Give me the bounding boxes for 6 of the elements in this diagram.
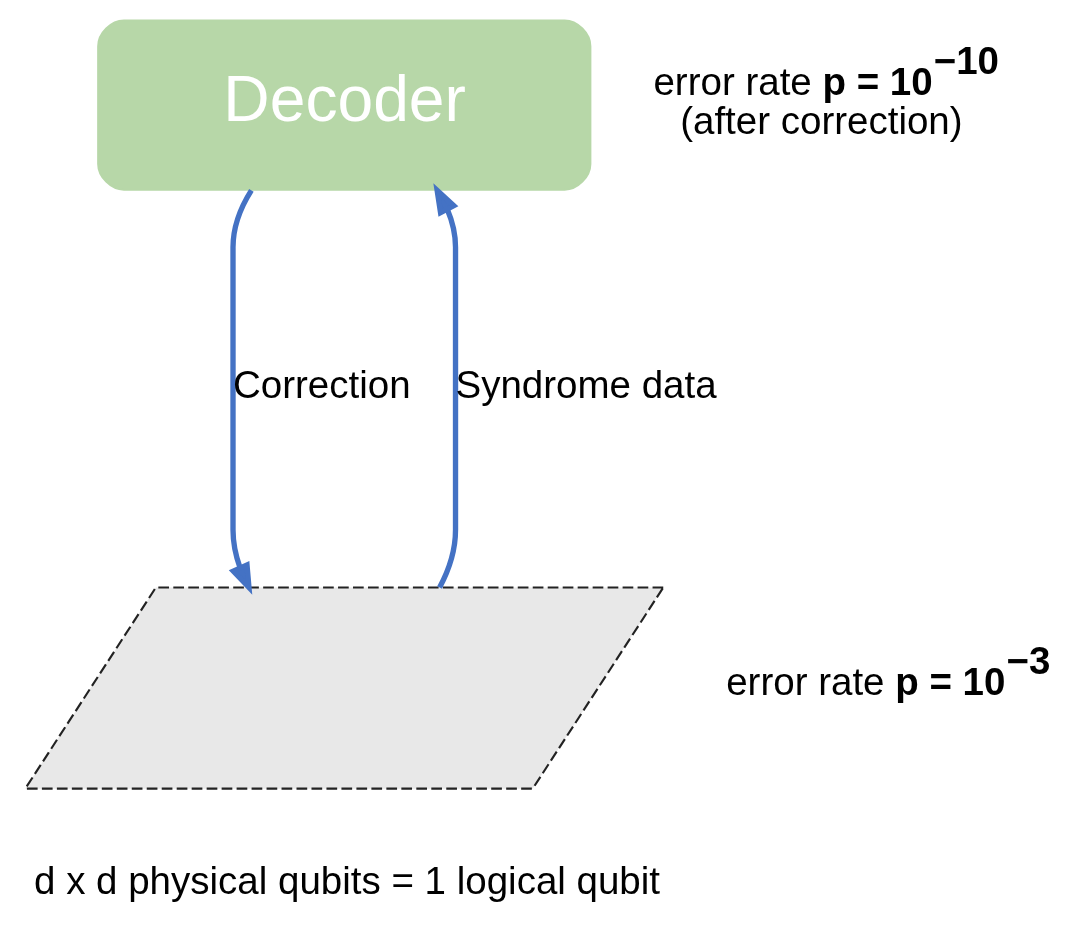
node-label: d x d physical qubits = 1 logical qubit (34, 858, 661, 902)
edge-label: Correction (233, 362, 411, 406)
arrow (228, 188, 254, 595)
node-box: Decoder (97, 19, 592, 191)
node-picture (23, 585, 666, 790)
arrow (433, 182, 459, 589)
